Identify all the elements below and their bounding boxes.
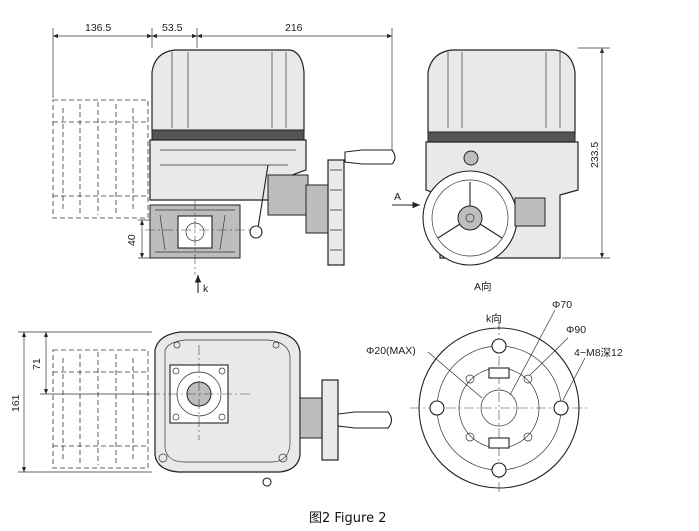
plan-dashed-outline xyxy=(52,349,149,469)
view-label-k: k向 xyxy=(486,312,502,325)
dim-bore-max: Φ20(MAX) xyxy=(366,345,416,357)
front-dimensions: 136.5 53.5 216 40 k xyxy=(52,22,393,295)
dim-71: 71 xyxy=(31,358,43,370)
dim-40: 40 xyxy=(126,234,138,246)
front-crank-handle xyxy=(344,149,396,165)
dim-53-5: 53.5 xyxy=(162,22,183,34)
plan-view xyxy=(52,331,393,487)
dim-pcd-90: Φ90 xyxy=(566,324,586,336)
front-handwheel xyxy=(327,159,345,266)
plan-crank-handle xyxy=(337,411,393,429)
k-view: k向 Φ20(MAX) Φ70 Φ90 4−M8深12 xyxy=(366,299,623,495)
plan-handwheel xyxy=(321,379,339,461)
dim-161: 161 xyxy=(10,394,22,412)
front-dashed-outline xyxy=(52,99,149,219)
dim-pcd-70: Φ70 xyxy=(552,299,572,311)
view-label-a: A向 xyxy=(474,280,492,293)
side-motor-housing xyxy=(427,49,576,135)
front-motor-housing xyxy=(151,49,305,133)
front-lever xyxy=(257,164,269,229)
dim-216: 216 xyxy=(285,22,303,34)
view-arrow-a: A xyxy=(394,191,401,203)
view-arrow-k: k xyxy=(203,283,209,295)
dim-233-5: 233.5 xyxy=(589,142,601,168)
figure-caption: 图2 Figure 2 xyxy=(309,511,387,526)
plan-dimensions: 161 71 xyxy=(10,331,152,473)
side-view-a: A A向 233.5 xyxy=(392,47,610,293)
dim-136-5: 136.5 xyxy=(85,22,111,34)
dim-holes-m8: 4−M8深12 xyxy=(574,347,623,359)
front-view xyxy=(52,49,396,275)
